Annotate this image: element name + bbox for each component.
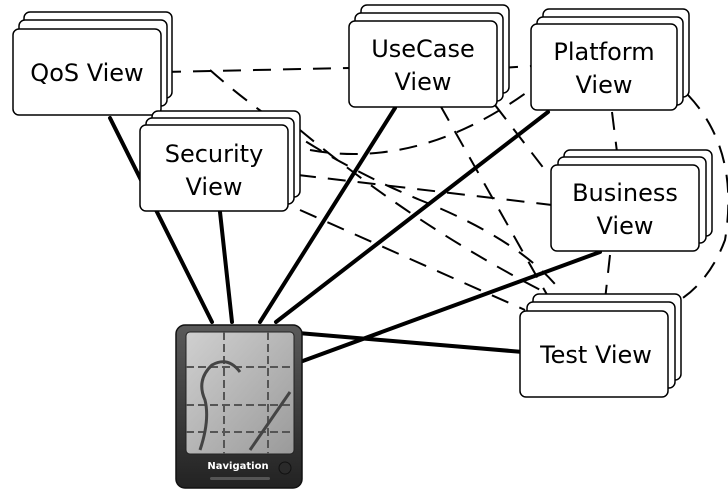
solid-connectors: [108, 106, 602, 364]
dashed-qos-usecase: [162, 67, 351, 73]
dashed-platform-right-arc: [679, 94, 728, 301]
view-box-platform: Platform View: [530, 8, 690, 111]
view-box-qos: QoS View: [12, 11, 173, 116]
dashed-security-test: [299, 209, 526, 311]
view-label-platform-2: View: [576, 71, 633, 99]
view-box-business: Business View: [550, 149, 713, 252]
view-label-qos: QoS View: [30, 59, 143, 87]
solid-nav-test: [296, 331, 525, 354]
view-label-usecase-1: UseCase: [371, 35, 475, 63]
view-label-usecase-2: View: [395, 68, 452, 96]
solid-nav-security: [218, 210, 234, 324]
dashed-usecase-right: [494, 104, 546, 171]
navigation-label: Navigation: [207, 461, 268, 472]
navigation-map-device-icon: Navigation: [175, 324, 303, 489]
solid-nav-usecase: [258, 106, 397, 324]
dashed-business-test: [604, 254, 611, 301]
view-label-test: Test View: [539, 341, 652, 369]
view-box-security: Security View: [139, 110, 301, 212]
view-label-security-2: View: [186, 173, 243, 201]
view-label-security-1: Security: [165, 140, 264, 168]
view-box-usecase: UseCase View: [348, 4, 510, 108]
dashed-security-business: [297, 174, 553, 206]
view-label-business-2: View: [597, 212, 654, 240]
view-label-platform-1: Platform: [553, 38, 654, 66]
solid-nav-business: [298, 250, 602, 364]
view-label-business-1: Business: [572, 179, 678, 207]
solid-nav-qos: [108, 116, 214, 324]
solid-nav-platform: [274, 110, 550, 324]
view-box-test: Test View: [519, 293, 682, 398]
dashed-usecase-test: [439, 104, 551, 301]
